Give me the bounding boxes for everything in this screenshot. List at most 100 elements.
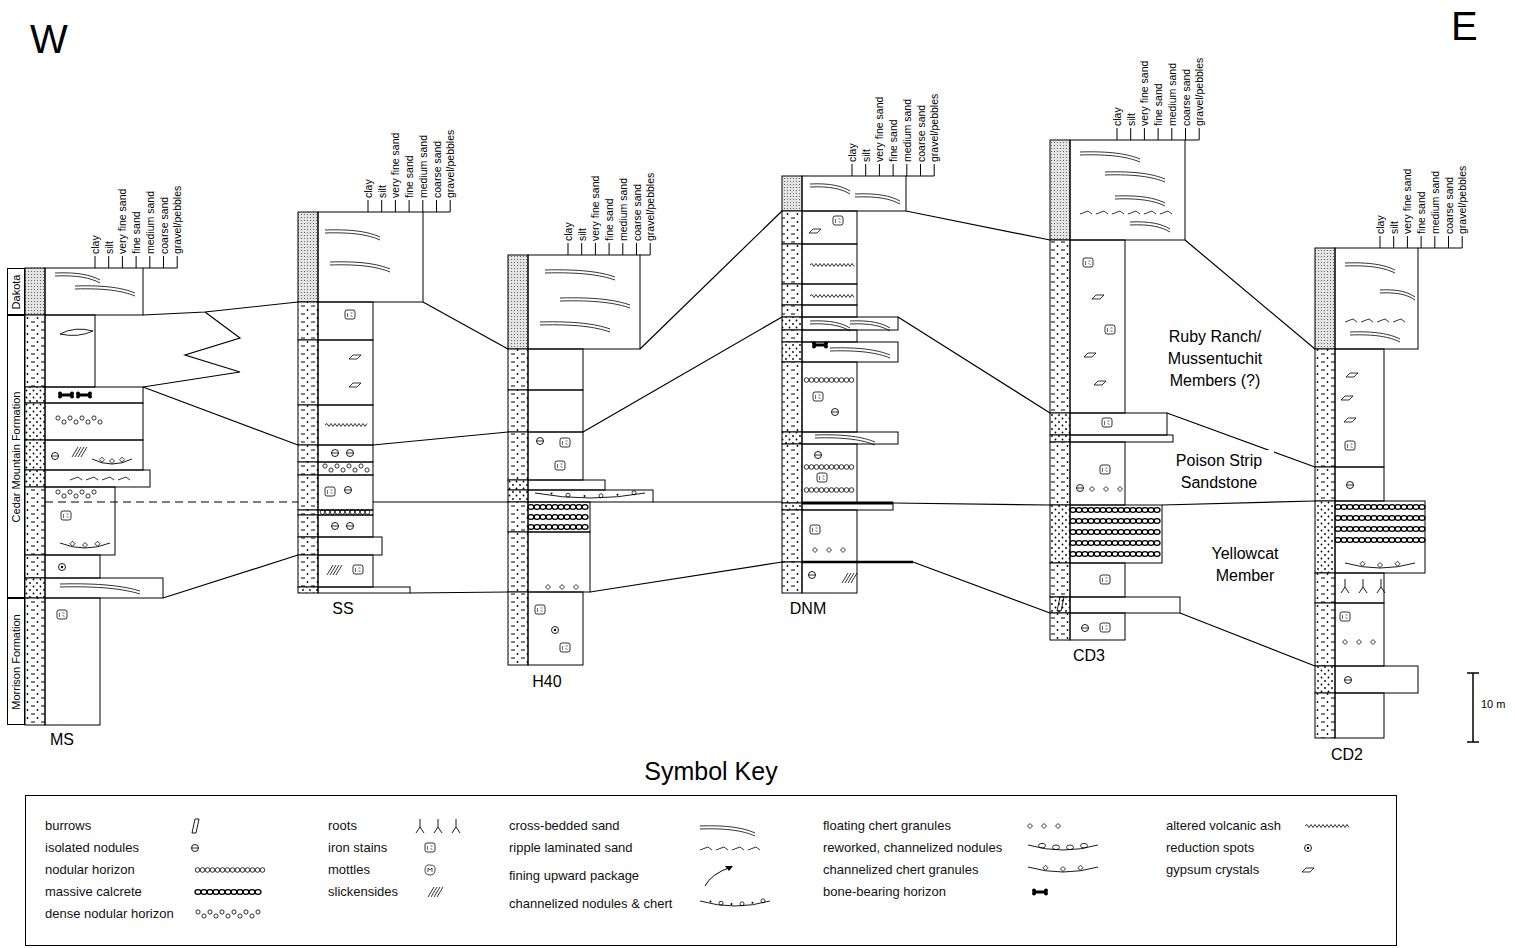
calcrete-symbol [1124, 508, 1130, 513]
grain-size-bed [318, 587, 410, 593]
ripple-symbol [1096, 211, 1108, 214]
calcrete-symbol [1136, 530, 1142, 535]
nodular-horizon-symbol [330, 510, 335, 515]
section-name: H40 [532, 672, 561, 692]
dense-nodule-symbol [220, 910, 224, 914]
grain-size-label: gravel/pebbles [644, 173, 656, 241]
dense-nodule-symbol [244, 910, 248, 914]
lithology-strip [782, 444, 802, 503]
ripple-symbol [732, 847, 744, 850]
grain-size-label: coarse sand [1180, 69, 1192, 126]
dense-nodule-symbol [232, 910, 236, 914]
lithology-strip [508, 432, 528, 480]
nodule-symbol [815, 452, 822, 459]
scale-bar [1467, 673, 1479, 742]
gypsum-symbol [1094, 381, 1106, 385]
calcrete-symbol [1088, 530, 1094, 535]
gypsum-symbol [1092, 295, 1104, 299]
nodule-symbol [52, 453, 59, 460]
grain-size-bed [1335, 501, 1425, 573]
iron-stain-symbol [328, 490, 333, 494]
reworked-nodule [1081, 843, 1088, 848]
grain-scale-tick [436, 200, 437, 212]
cross-bed-symbol [325, 233, 380, 240]
grain-scale-tick [568, 243, 569, 255]
channel-chert-symbol [1061, 867, 1066, 872]
calcrete-symbol [219, 890, 225, 895]
channel-chert-symbol [95, 541, 100, 546]
calcrete-symbol [1395, 516, 1401, 521]
grain-size-label: very fine sand [1401, 169, 1413, 234]
nodular-horizon-symbol [355, 510, 360, 515]
nodular-horizon-symbol [210, 868, 215, 873]
nodule-symbol [1345, 677, 1352, 684]
lithology-strip [1315, 573, 1335, 603]
dense-nodule-symbol [92, 490, 96, 494]
calcrete-symbol [1076, 530, 1082, 535]
channel-symbol [535, 493, 645, 498]
grain-scale [1185, 140, 1199, 141]
calcrete-symbol [1365, 516, 1371, 521]
dense-nodule-symbol [74, 494, 78, 498]
calcrete-symbol [1094, 530, 1100, 535]
calcrete-symbol [1082, 508, 1088, 513]
lithology-strip [782, 562, 802, 593]
channel-nodule [740, 902, 744, 906]
slickenside-symbol [428, 887, 434, 897]
nodular-horizon-symbol [195, 868, 200, 873]
nodular-horizon-symbol [360, 510, 365, 515]
channel-chert-symbol [1043, 865, 1048, 870]
dense-nodule-symbol [98, 420, 102, 424]
nodular-horizon-symbol [335, 510, 340, 515]
grain-size-label: gravel/pebbles [444, 130, 456, 198]
nodular-horizon-symbol [819, 465, 824, 470]
legend-item: nodular horizon [45, 862, 135, 878]
nodule-symbol [332, 453, 339, 454]
nodular-horizon-symbol [809, 378, 814, 383]
iron-stain-symbol [535, 605, 545, 614]
iron-stain-symbol [813, 528, 818, 532]
legend-text: channelized chert granules [823, 862, 978, 877]
calcrete-symbol [1365, 538, 1371, 543]
channel-chert [584, 495, 586, 497]
grain-scale-tick [893, 164, 894, 176]
iron-stain-symbol [1103, 626, 1108, 630]
nodular-horizon-symbol [340, 510, 345, 515]
calcrete-symbol [1401, 516, 1407, 521]
floating-chert-symbol [1343, 640, 1348, 645]
nodule-symbol [832, 409, 839, 416]
gypsum-symbol [1341, 396, 1353, 400]
calcrete-symbol [1359, 527, 1365, 532]
ripple-symbol [70, 477, 82, 480]
grain-scale-tick [1199, 128, 1200, 140]
calcrete-symbol [1407, 538, 1413, 543]
dense-nodule-symbol [250, 914, 254, 918]
nodular-horizon-symbol [829, 488, 834, 493]
calcrete-symbol [1094, 541, 1100, 546]
grain-scale-tick [865, 164, 866, 176]
dense-nodule-symbol [365, 468, 369, 472]
grain-size-label: coarse sand [915, 105, 927, 162]
grain-size-label: silt [376, 185, 388, 198]
nodule-symbol [1082, 625, 1089, 632]
calcrete-symbol [1148, 541, 1154, 546]
bone-symbol [812, 345, 816, 349]
lithology-strip [1050, 413, 1070, 435]
nodule-symbol [347, 450, 354, 457]
grain-size-bed [1335, 349, 1384, 467]
dense-nodule-symbol [226, 914, 230, 918]
calcrete-symbol [558, 515, 564, 520]
calcrete-symbol [1136, 552, 1142, 557]
section-name: SS [332, 599, 353, 619]
lithology-strip [782, 284, 802, 305]
volcanic-ash-symbol [810, 264, 854, 267]
calcrete-symbol [1070, 530, 1076, 535]
dense-nodule-symbol [335, 464, 339, 468]
grain-size-bed [45, 555, 100, 578]
reduction-spot-symbol [61, 566, 63, 568]
grain-size-bed [45, 598, 100, 725]
calcrete-symbol [564, 515, 570, 520]
nodule-symbol [347, 523, 354, 530]
cross-bed-symbol [545, 273, 615, 280]
grain-scale-tick [1393, 236, 1394, 248]
